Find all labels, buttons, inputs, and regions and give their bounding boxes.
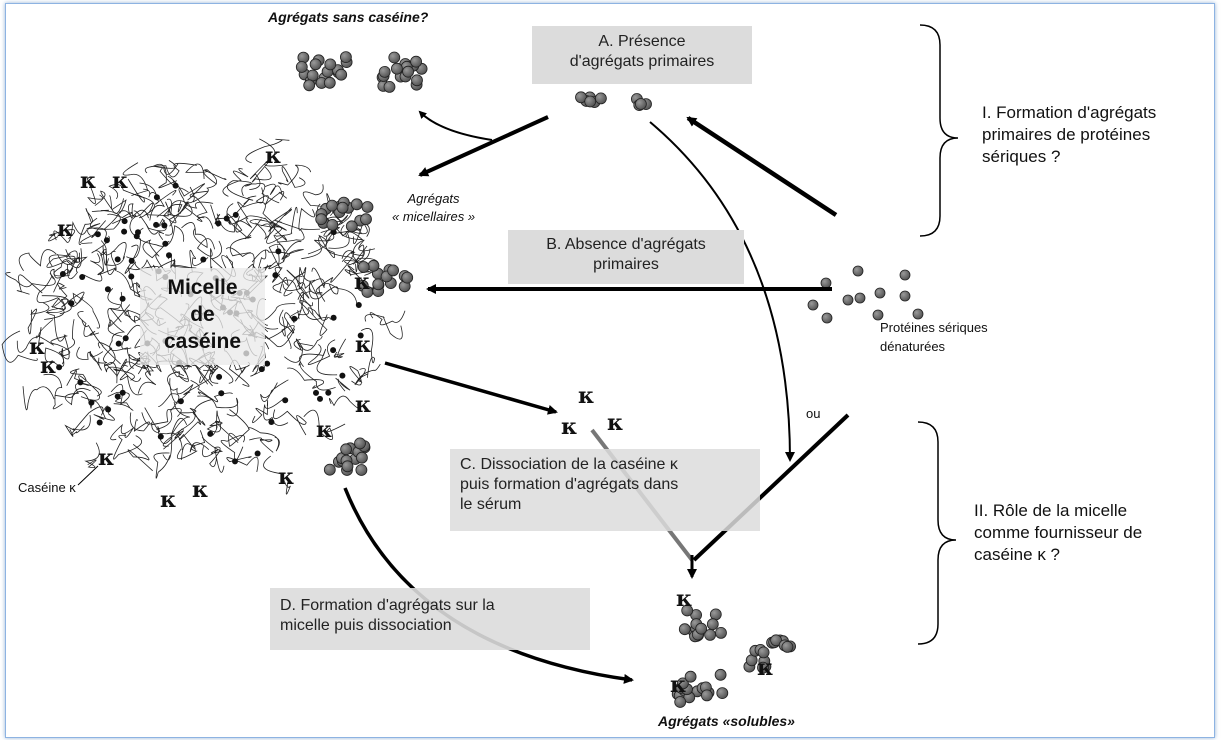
arrow-primary-to-soluble xyxy=(649,121,795,462)
kappa-casein-glyph: κ xyxy=(112,168,129,194)
arrow-a-to-free-aggregates xyxy=(418,110,493,141)
kappa-casein-glyph: κ xyxy=(278,464,295,490)
kappa-casein-glyph: κ xyxy=(57,216,74,242)
kappa-casein-glyph: κ xyxy=(670,672,687,698)
kappa-casein-glyph: κ xyxy=(160,487,177,513)
brace-I xyxy=(919,24,959,237)
kappa-casein-glyph: κ xyxy=(80,168,97,194)
label-agregats-solubles: Agrégats «solubles» xyxy=(658,713,795,729)
arrow-proteins-ou-to-soluble xyxy=(692,413,850,562)
kappa-casein-glyph: κ xyxy=(98,445,115,471)
denatured-serum-protein xyxy=(820,277,832,289)
kappa-casein-glyph: κ xyxy=(578,383,595,409)
kappa-casein-glyph: κ xyxy=(676,586,693,612)
aggregate-clusters xyxy=(295,51,924,708)
denatured-serum-protein xyxy=(854,292,866,304)
question-I: I. Formation d'agrégats primaires de pro… xyxy=(982,103,1157,166)
label-agregats-micellaires: Agrégats « micellaires » xyxy=(392,191,476,224)
denatured-serum-protein xyxy=(899,269,911,281)
kappa-casein-glyph: κ xyxy=(355,332,372,358)
primary-aggregate xyxy=(631,93,652,111)
denatured-serum-protein xyxy=(874,287,886,299)
kappa-casein-glyph: κ xyxy=(29,334,46,360)
kappa-casein-glyph: κ xyxy=(355,392,372,418)
micellar-aggregate xyxy=(315,196,374,233)
caseine-kappa-pointer xyxy=(77,465,99,486)
micelle-label: Micelle de caséine xyxy=(140,268,265,365)
kappa-casein-glyph: κ xyxy=(757,655,774,681)
denatured-serum-protein xyxy=(852,265,864,277)
denatured-serum-protein xyxy=(842,294,854,306)
aggregate-without-casein xyxy=(376,51,428,93)
kappa-casein-glyph: κ xyxy=(40,353,57,379)
box-D-formation: D. Formation d'agrégats sur la micelle p… xyxy=(270,588,590,650)
soluble-aggregate xyxy=(678,604,727,643)
denatured-serum-protein xyxy=(821,312,833,324)
arrow-micelle-release-kappa xyxy=(384,361,558,415)
label-ou: ou xyxy=(806,406,821,421)
denatured-serum-protein xyxy=(807,299,819,311)
box-C-dissociation: C. Dissociation de la caséine κ puis for… xyxy=(450,449,760,531)
primary-aggregate xyxy=(575,91,607,108)
kappa-casein-glyph: κ xyxy=(316,417,333,443)
label-agregats-sans-caseine: Agrégats sans caséine? xyxy=(268,9,429,25)
label-caseine-kappa: Caséine κ xyxy=(18,480,76,495)
brace-II xyxy=(917,421,957,645)
label-proteines-seriques: Protéines sériques dénaturées xyxy=(880,320,988,354)
kappa-casein-glyph: κ xyxy=(192,477,209,503)
question-II: II. Rôle de la micelle comme fournisseur… xyxy=(974,501,1143,564)
micellar-aggregate xyxy=(356,259,414,298)
box-A-presence: A. Présence d'agrégats primaires xyxy=(532,26,752,84)
arrow-proteins-to-primary xyxy=(686,116,838,217)
arrow-a-to-micelle xyxy=(418,115,549,177)
kappa-casein-glyph: κ xyxy=(354,269,371,295)
soluble-aggregate xyxy=(671,668,729,708)
denatured-serum-protein xyxy=(872,309,884,321)
kappa-casein-glyph: κ xyxy=(607,410,624,436)
arrows xyxy=(343,110,850,684)
micellar-aggregate xyxy=(323,437,371,476)
aggregate-without-casein xyxy=(295,51,353,92)
soluble-aggregate xyxy=(743,634,796,674)
kappa-casein-glyph: κ xyxy=(265,143,282,169)
denatured-serum-protein xyxy=(899,290,911,302)
box-B-absence: B. Absence d'agrégats primaires xyxy=(508,230,744,284)
denatured-serum-protein xyxy=(912,308,924,320)
kappa-casein-glyph: κ xyxy=(561,414,578,440)
